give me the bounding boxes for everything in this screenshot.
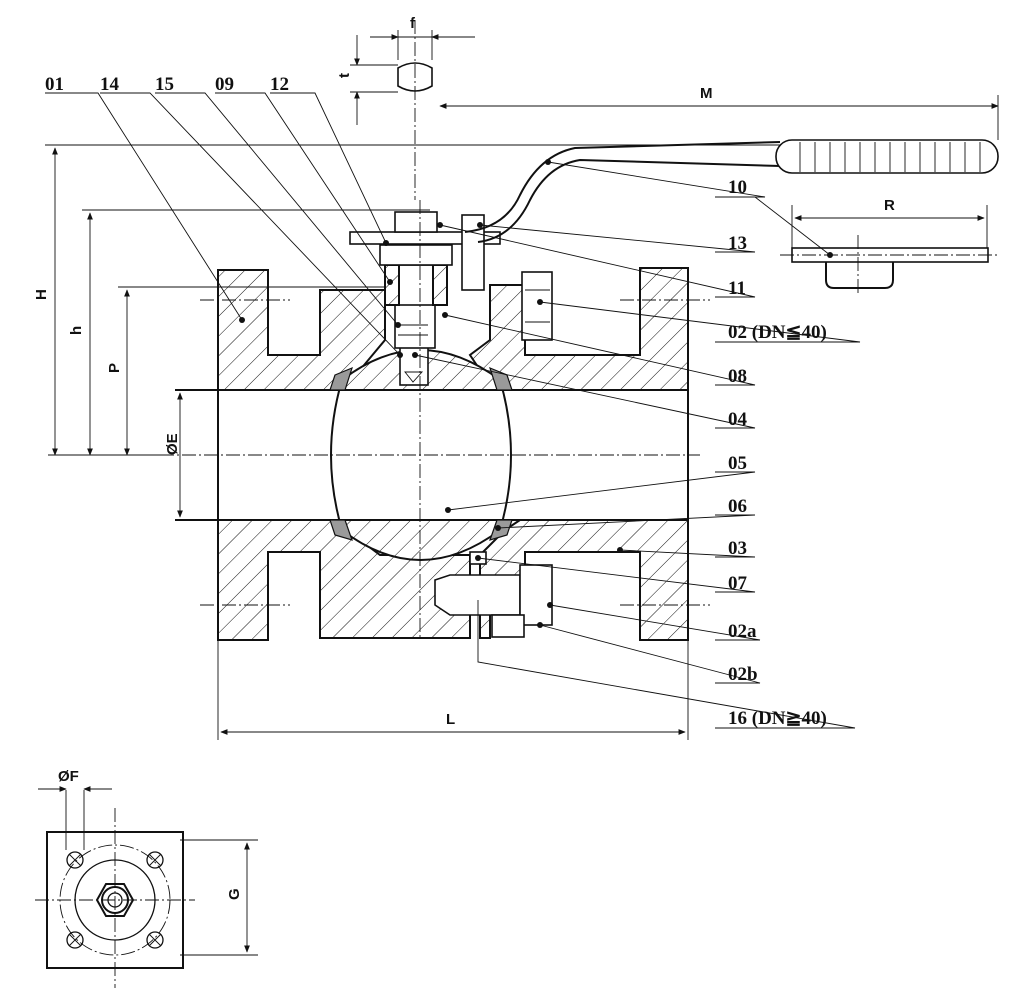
dim-label-M: M — [700, 85, 713, 102]
dim-label-t: t — [336, 73, 353, 78]
dim-label-L: L — [446, 711, 455, 728]
label-part-02a: 02a — [728, 621, 757, 642]
dim-label-R: R — [884, 197, 895, 214]
dim-label-f: f — [410, 15, 416, 32]
dim-label-h: h — [68, 326, 85, 335]
ball — [329, 349, 513, 561]
label-part-09: 09 — [215, 74, 234, 95]
label-part-13: 13 — [728, 233, 747, 254]
handle-section-view — [780, 235, 1000, 295]
body-bolt-upper — [521, 271, 553, 341]
label-part-02: 02 (DN≦40) — [728, 322, 827, 343]
dim-label-G: G — [226, 888, 243, 900]
leader-dots — [239, 159, 833, 628]
label-part-07: 07 — [728, 573, 748, 594]
dim-label-E: ØE — [164, 433, 181, 455]
label-part-06: 06 — [728, 496, 747, 517]
stem-assembly — [349, 211, 501, 386]
label-part-11: 11 — [728, 278, 746, 299]
dimension-lines — [38, 30, 999, 956]
label-part-03: 03 — [728, 538, 747, 559]
stem-top-detail — [397, 20, 433, 200]
top-view-flange — [35, 808, 195, 988]
dim-label-P: P — [106, 363, 123, 373]
dim-label-H: H — [33, 289, 50, 300]
label-part-14: 14 — [100, 74, 120, 95]
label-part-01: 01 — [45, 74, 64, 95]
dim-label-F: ØF — [58, 768, 79, 785]
handle-lever — [464, 139, 999, 243]
label-part-04: 04 — [728, 409, 748, 430]
label-part-08: 08 — [728, 366, 747, 387]
stud-and-nut — [434, 551, 553, 638]
label-part-02b: 02b — [728, 664, 758, 685]
label-part-12: 12 — [270, 74, 289, 95]
label-part-16: 16 (DN≧40) — [728, 708, 827, 729]
label-part-10: 10 — [728, 177, 747, 198]
label-part-05: 05 — [728, 453, 747, 474]
label-part-15: 15 — [155, 74, 174, 95]
